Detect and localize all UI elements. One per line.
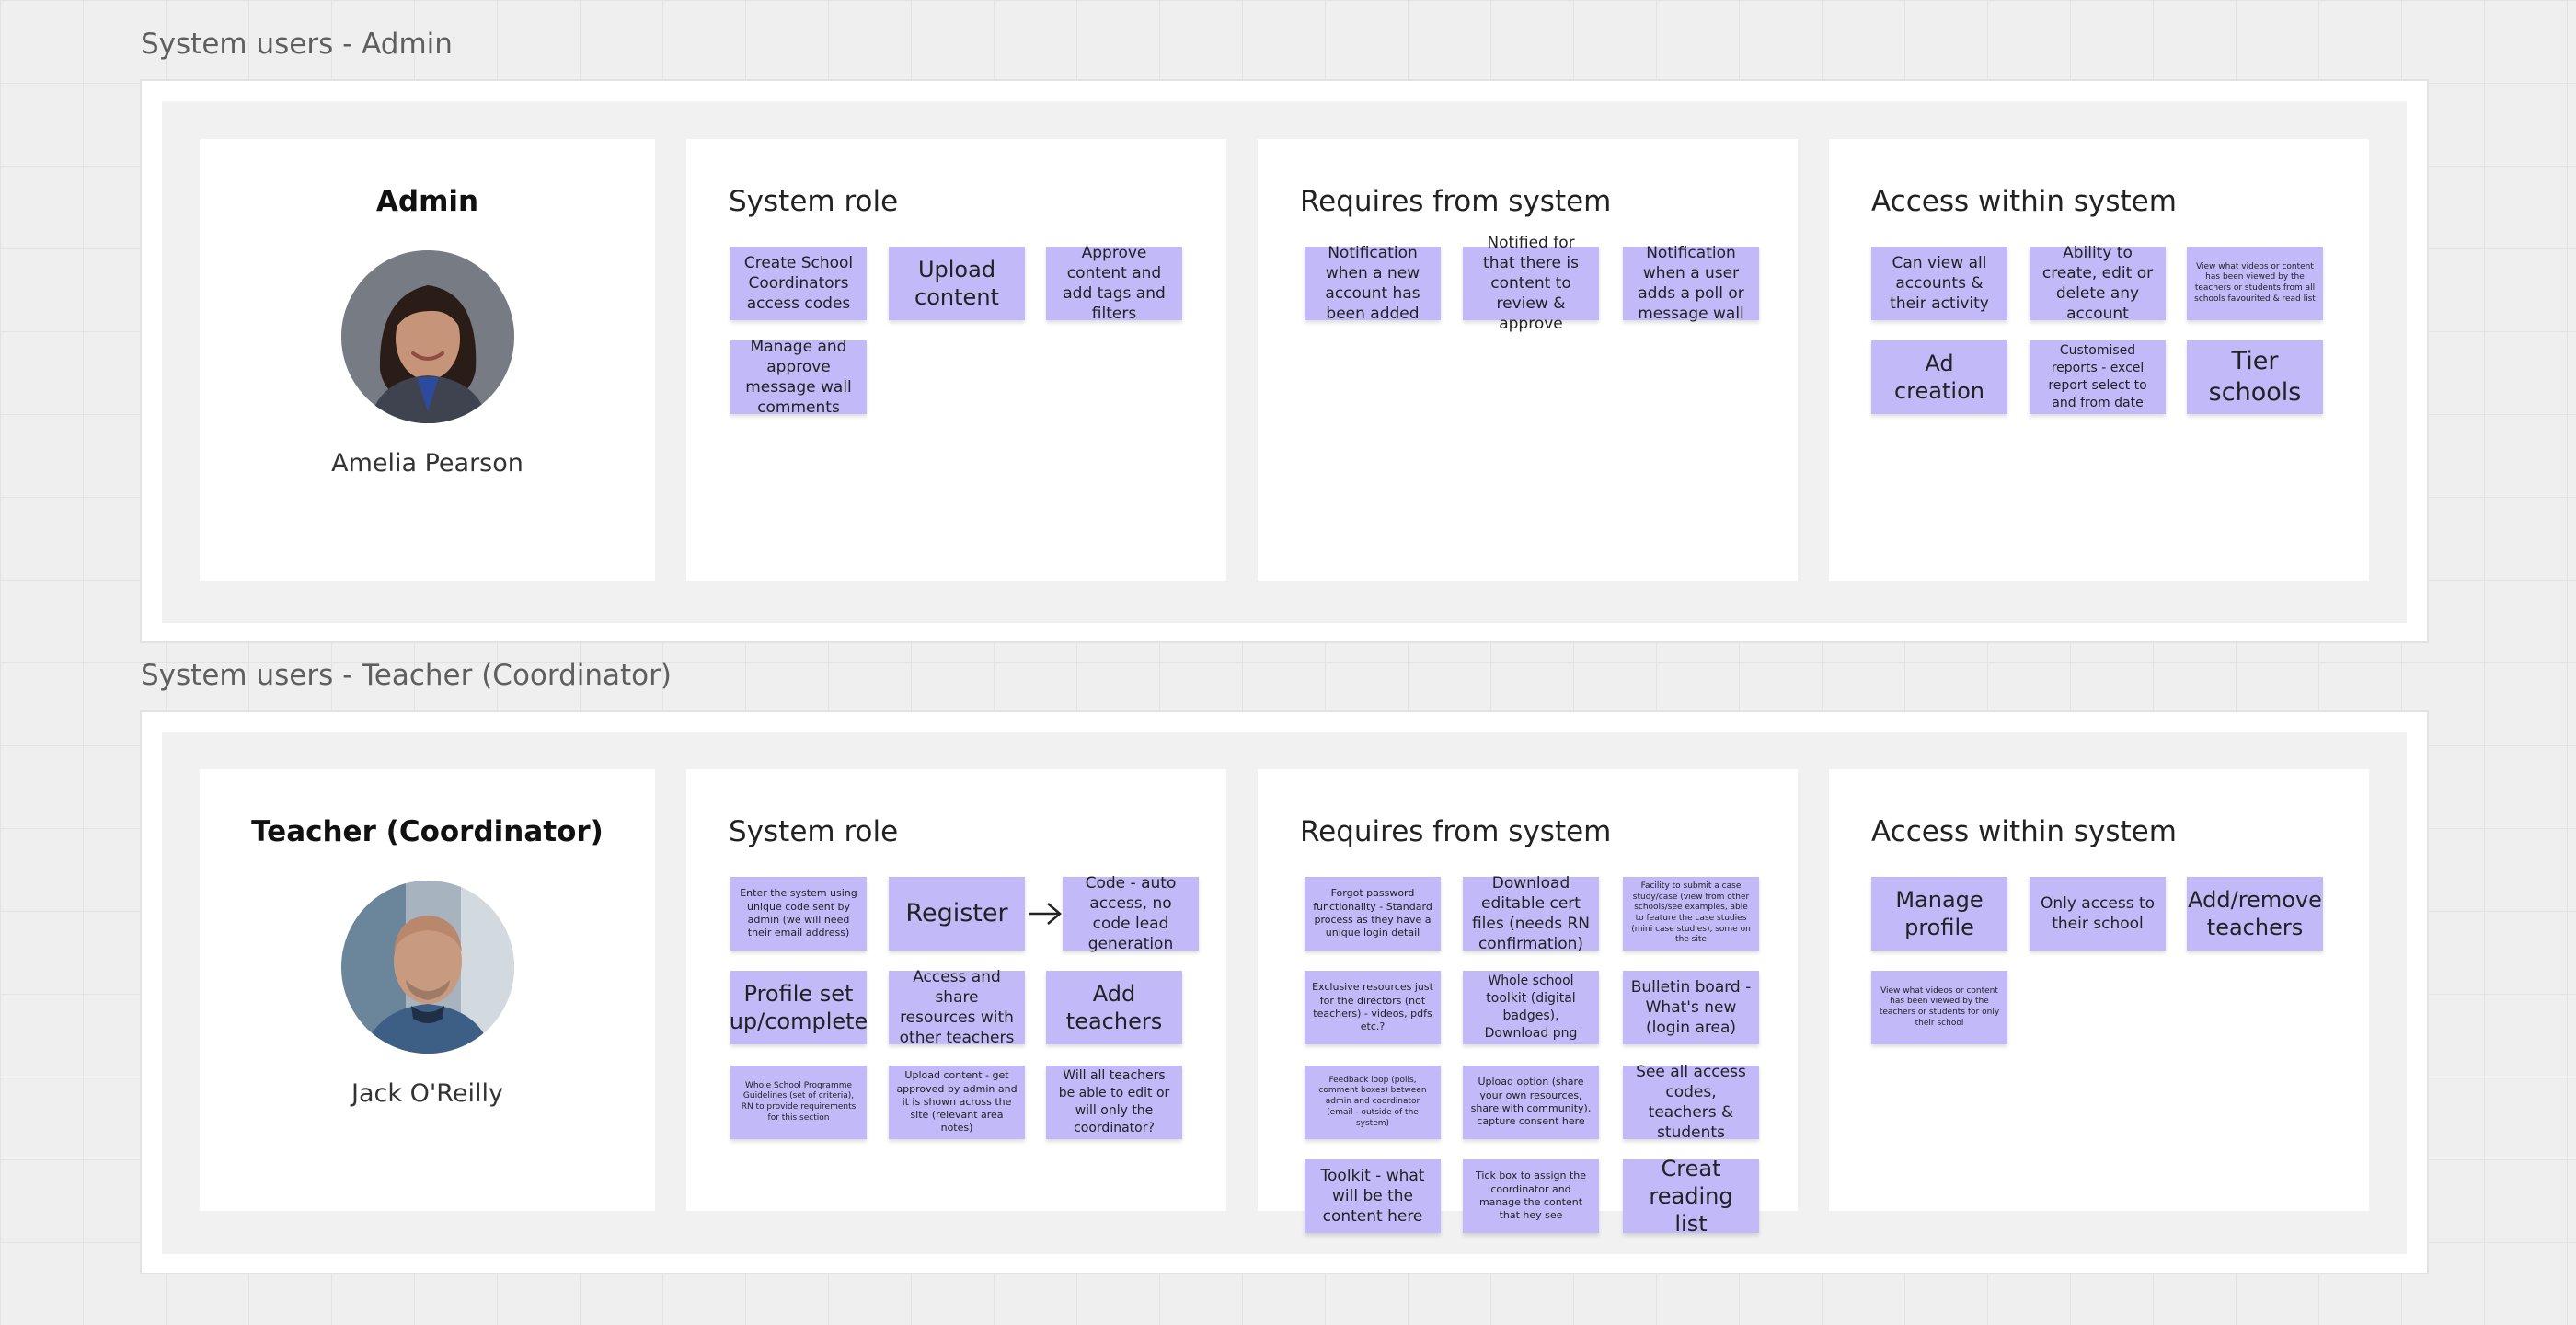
sticky-note[interactable]: Toolkit - what will be the content here	[1305, 1159, 1441, 1233]
sticky-note[interactable]: Bulletin board - What's new (login area)	[1623, 971, 1759, 1044]
sticky-note[interactable]: Customised reports - excel report select…	[2030, 340, 2166, 414]
admin-frame-title: System users - Admin	[141, 28, 453, 61]
man-portrait-avatar	[340, 881, 514, 1054]
teacher-requires-card[interactable]: Requires from system Forgot password fun…	[1258, 769, 1798, 1237]
card-heading: Access within system	[1871, 815, 2177, 848]
sticky-note[interactable]: Facility to submit a case study/case (vi…	[1623, 877, 1759, 951]
sticky-note[interactable]: Can view all accounts & their activity	[1871, 247, 2007, 320]
profile-name: Jack O'Reilly	[351, 1079, 503, 1108]
sticky-note[interactable]: Upload option (share your own resources,…	[1463, 1066, 1599, 1139]
sticky-note[interactable]: Access and share resources with other te…	[889, 968, 1025, 1047]
sticky-note[interactable]: Ability to create, edit or delete any ac…	[2030, 244, 2166, 323]
teacher-access-card[interactable]: Access within system Manage profile Only…	[1829, 769, 2369, 1211]
sticky-note[interactable]: Approve content and add tags and filters	[1046, 244, 1182, 323]
card-heading: System role	[729, 815, 899, 848]
sticky-note[interactable]: Upload content - get approved by admin a…	[889, 1066, 1025, 1139]
sticky-note[interactable]: Whole School Programme Guidelines (set o…	[730, 1066, 867, 1139]
sticky-note[interactable]: Notified for that there is content to re…	[1463, 234, 1599, 333]
avatar-image	[340, 250, 514, 423]
teacher-frame-title: System users - Teacher (Coordinator)	[141, 659, 672, 692]
sticky-note[interactable]: Tier schools	[2187, 340, 2323, 414]
admin-requires-card[interactable]: Requires from system Notification when a…	[1258, 139, 1798, 581]
profile-name: Amelia Pearson	[331, 449, 523, 478]
profile-role-title: Admin	[375, 185, 479, 218]
sticky-note[interactable]: Notification when a new account has been…	[1305, 244, 1441, 323]
sticky-note[interactable]: Only access to their school	[2030, 877, 2166, 951]
sticky-note[interactable]: Forgot password functionality - Standard…	[1305, 877, 1441, 951]
sticky-note[interactable]: Exclusive resources just for the directo…	[1305, 971, 1441, 1044]
sticky-note[interactable]: Whole school toolkit (digital badges), D…	[1463, 971, 1599, 1044]
sticky-note[interactable]: Ad creation	[1871, 340, 2007, 414]
sticky-note[interactable]: Download editable cert files (needs RN c…	[1463, 874, 1599, 953]
sticky-note[interactable]: Manage and approve message wall comments	[730, 338, 867, 417]
admin-access-card[interactable]: Access within system Can view all accoun…	[1829, 139, 2369, 581]
sticky-note[interactable]: Notification when a user adds a poll or …	[1623, 244, 1759, 323]
avatar-image	[340, 881, 514, 1054]
card-heading: Requires from system	[1300, 815, 1612, 848]
sticky-note[interactable]: Manage profile	[1871, 877, 2007, 951]
sticky-note[interactable]: Enter the system using unique code sent …	[730, 877, 867, 951]
sticky-note[interactable]: See all access codes, teachers & student…	[1623, 1063, 1759, 1142]
sticky-note[interactable]: Feedback loop (polls, comment boxes) bet…	[1305, 1066, 1441, 1139]
card-heading: Access within system	[1871, 185, 2177, 218]
sticky-note[interactable]: Create School Coordinators access codes	[730, 247, 867, 320]
profile-role-title: Teacher (Coordinator)	[251, 815, 604, 848]
teacher-system-role-card[interactable]: System role Enter the system using uniqu…	[686, 769, 1226, 1211]
teacher-profile-card[interactable]: Teacher (Coordinator) Jack O'Reilly	[200, 769, 655, 1211]
admin-system-role-card[interactable]: System role Create School Coordinators a…	[686, 139, 1226, 581]
sticky-note[interactable]: Will all teachers be able to edit or wil…	[1046, 1066, 1182, 1139]
sticky-note[interactable]: Creat reading list	[1623, 1156, 1759, 1237]
sticky-note[interactable]: Profile set up/complete	[730, 971, 868, 1044]
sticky-note[interactable]: Register	[889, 877, 1025, 951]
sticky-note[interactable]: View what videos or content has been vie…	[1871, 971, 2007, 1044]
card-heading: System role	[729, 185, 899, 218]
admin-profile-card[interactable]: Admin Amelia Pearson	[200, 139, 655, 581]
right-arrow-icon	[1029, 903, 1062, 925]
sticky-note[interactable]: Code - auto access, no code lead generat…	[1063, 874, 1199, 953]
sticky-note[interactable]: Tick box to assign the coordinator and m…	[1463, 1159, 1599, 1233]
woman-portrait-avatar	[340, 250, 514, 423]
sticky-note[interactable]: Add/remove teachers	[2187, 877, 2323, 951]
card-heading: Requires from system	[1300, 185, 1612, 218]
sticky-note[interactable]: Upload content	[889, 247, 1025, 320]
sticky-note[interactable]: Add teachers	[1046, 971, 1182, 1044]
sticky-note[interactable]: View what videos or content has been vie…	[2187, 247, 2323, 320]
